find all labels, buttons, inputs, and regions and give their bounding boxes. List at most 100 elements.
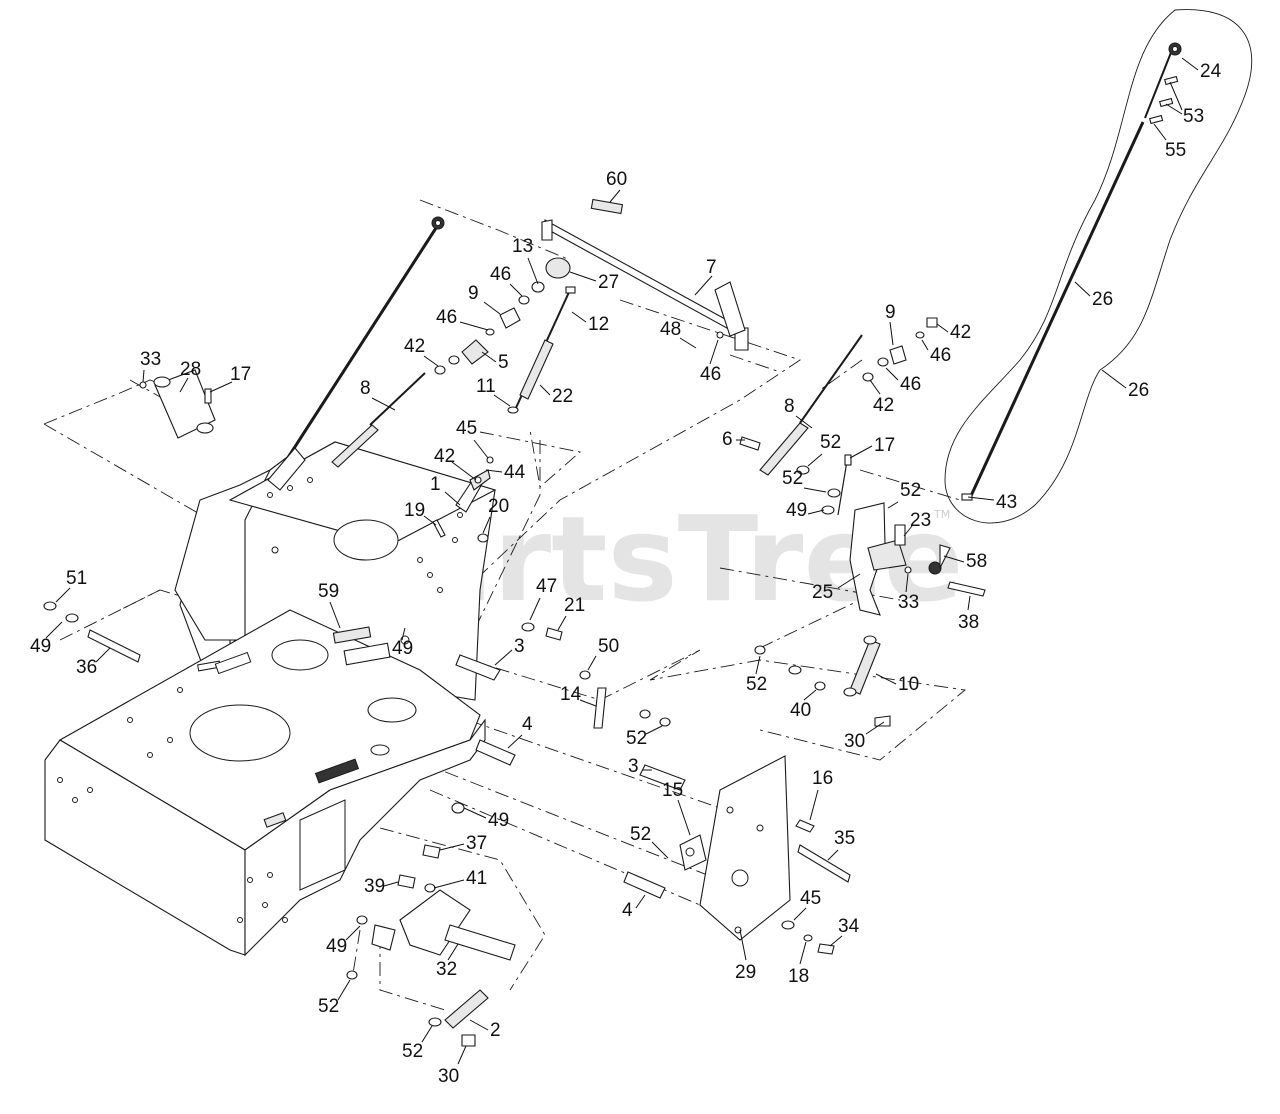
callout: 17: [209, 364, 251, 393]
svg-text:13: 13: [512, 236, 533, 257]
callout: 19: [404, 500, 437, 526]
svg-text:45: 45: [456, 418, 477, 439]
callout: 42: [434, 446, 477, 481]
side-plate-29: [679, 755, 851, 955]
svg-text:5: 5: [498, 352, 509, 373]
callout: 29: [735, 929, 756, 983]
svg-text:53: 53: [1183, 106, 1204, 127]
svg-text:52: 52: [900, 480, 921, 501]
callout: 35: [827, 828, 855, 861]
right-linkage: [739, 317, 986, 616]
callout: 52: [746, 655, 767, 695]
svg-text:1: 1: [430, 474, 441, 495]
lower-linkage: [346, 802, 516, 1047]
svg-text:23: 23: [910, 510, 931, 531]
callout: 46: [700, 339, 721, 385]
svg-text:30: 30: [438, 1066, 459, 1087]
callout: 60: [606, 169, 627, 203]
watermark-trademark: TM: [933, 508, 950, 521]
callout: 23: [903, 510, 931, 537]
callout: 1: [430, 474, 461, 506]
callout: 59: [318, 581, 341, 629]
callouts: 1 2 3 3 4 4 5 6 7 8 8 9 9 10 11 12 13 14…: [30, 57, 1222, 1087]
callout: 34: [829, 916, 860, 947]
svg-text:38: 38: [958, 612, 979, 633]
callout: 27: [569, 271, 619, 293]
callout: 46: [885, 367, 921, 395]
callout: 18: [788, 941, 809, 987]
callout: 49: [392, 627, 413, 659]
callout: 49: [30, 621, 63, 657]
svg-text:42: 42: [404, 336, 425, 357]
callout: 52: [630, 824, 669, 859]
callout: 16: [809, 768, 833, 821]
svg-text:49: 49: [30, 636, 51, 657]
callout: 52: [402, 1025, 433, 1062]
svg-text:55: 55: [1165, 140, 1186, 161]
svg-text:33: 33: [140, 349, 161, 370]
callout: 2: [469, 1019, 501, 1041]
callout: 42: [869, 379, 894, 416]
svg-text:52: 52: [402, 1041, 423, 1062]
svg-text:46: 46: [436, 307, 457, 328]
svg-text:60: 60: [606, 169, 627, 190]
svg-text:36: 36: [76, 657, 97, 678]
svg-text:32: 32: [436, 959, 457, 980]
svg-text:6: 6: [722, 429, 733, 450]
callout: 53: [1165, 81, 1204, 127]
svg-text:49: 49: [392, 638, 413, 659]
main-frame: [44, 441, 497, 957]
callout: 14: [560, 684, 597, 707]
svg-text:8: 8: [784, 396, 795, 417]
callout: 33: [898, 573, 919, 613]
svg-text:15: 15: [662, 780, 683, 801]
callout: 45: [793, 888, 821, 921]
svg-text:14: 14: [560, 684, 582, 705]
crossbar-7: [541, 198, 749, 351]
svg-text:2: 2: [490, 1020, 501, 1041]
svg-text:8: 8: [360, 378, 371, 399]
svg-text:35: 35: [834, 828, 855, 849]
svg-text:17: 17: [230, 364, 251, 385]
svg-text:52: 52: [782, 468, 803, 489]
svg-text:47: 47: [536, 576, 557, 597]
svg-text:40: 40: [790, 700, 811, 721]
frame-mounting-holes: [57, 477, 463, 923]
callout: 41: [433, 868, 487, 889]
svg-text:49: 49: [786, 500, 807, 521]
svg-text:17: 17: [874, 435, 895, 456]
callout: 40: [790, 689, 817, 721]
cable-detail-outline: [944, 9, 1253, 524]
svg-text:49: 49: [488, 810, 509, 831]
callout: 5: [481, 351, 509, 373]
svg-text:20: 20: [488, 496, 509, 517]
svg-text:46: 46: [930, 345, 951, 366]
svg-text:46: 46: [900, 374, 921, 395]
svg-text:41: 41: [466, 868, 487, 889]
svg-text:45: 45: [800, 888, 821, 909]
callout: 52: [807, 432, 841, 467]
svg-text:51: 51: [66, 568, 87, 589]
svg-text:39: 39: [364, 876, 385, 897]
svg-text:7: 7: [706, 257, 717, 278]
svg-text:19: 19: [404, 500, 425, 521]
callout: 49: [326, 925, 361, 957]
callout: 13: [512, 236, 539, 285]
callout: 7: [694, 257, 717, 296]
svg-text:22: 22: [552, 386, 573, 407]
svg-text:25: 25: [812, 582, 833, 603]
callout: 45: [456, 418, 489, 459]
callout: 46: [921, 339, 951, 366]
svg-text:49: 49: [326, 936, 347, 957]
callout: 49: [786, 500, 825, 521]
callout: 11: [476, 376, 511, 407]
svg-text:52: 52: [820, 432, 841, 453]
callout: 20: [482, 496, 509, 534]
svg-text:46: 46: [490, 264, 511, 285]
callout: 9: [468, 283, 501, 315]
bracket-14: [579, 670, 671, 729]
svg-text:27: 27: [598, 272, 619, 293]
callout: 51: [55, 568, 87, 603]
svg-text:59: 59: [318, 581, 339, 602]
